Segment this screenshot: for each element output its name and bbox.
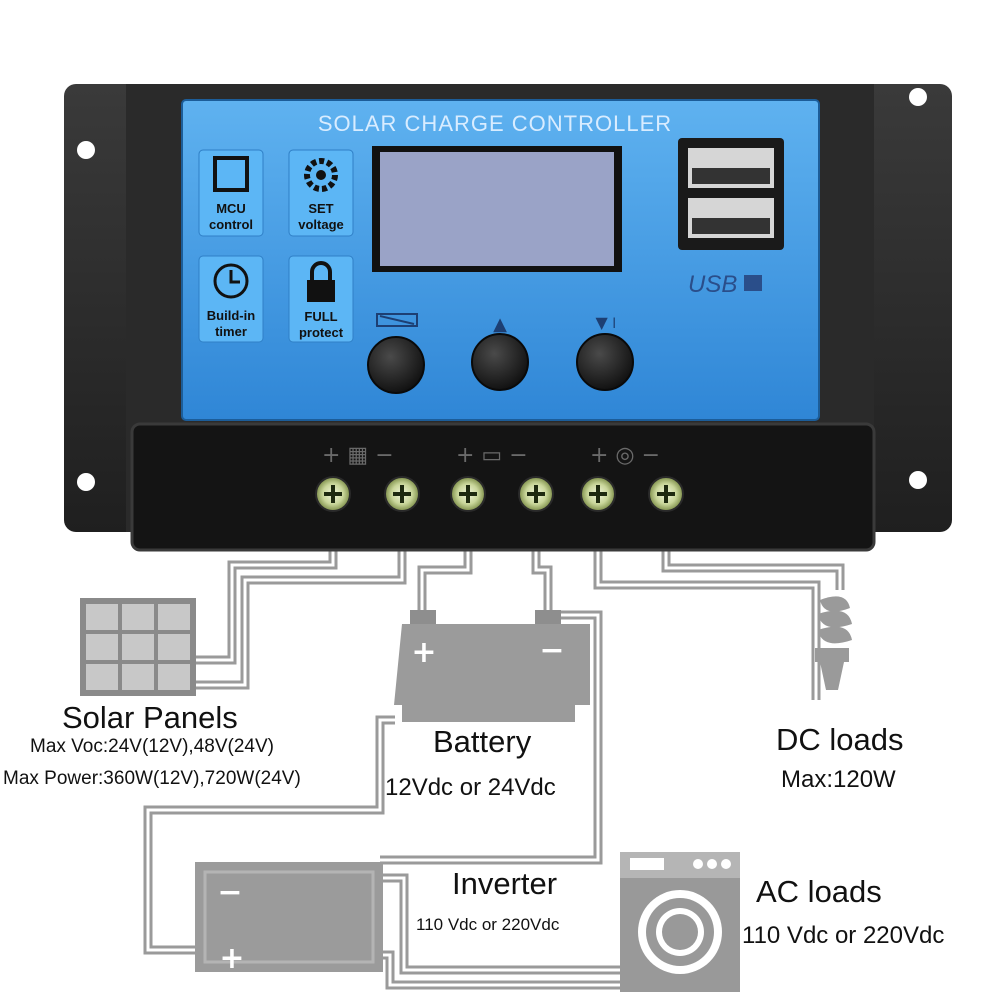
battery-icon: + −	[394, 610, 590, 722]
load-terminal-icon: + ◎ −	[590, 443, 660, 468]
svg-text:control: control	[209, 217, 253, 232]
washing-machine-icon	[620, 852, 740, 992]
up-icon: ▲	[493, 314, 507, 335]
battery-spec: 12Vdc or 24Vdc	[385, 774, 556, 801]
svg-text:+: +	[411, 635, 436, 670]
svg-text:voltage: voltage	[298, 217, 344, 232]
battery-terminal-icon: + ▭ −	[456, 443, 528, 468]
menu-icon	[376, 313, 418, 327]
gear-icon	[304, 158, 338, 192]
feature-mcu-control: MCU control	[198, 149, 264, 237]
down-light-icon: ▼⏽	[596, 313, 621, 332]
svg-text:SET: SET	[308, 201, 333, 216]
mount-hole-right-bottom	[909, 471, 927, 489]
svg-text:MCU: MCU	[216, 201, 246, 216]
feature-full-protect: FULL protect	[288, 255, 354, 343]
feature-set-voltage: SET voltage	[288, 149, 354, 237]
svg-text:−: −	[217, 875, 242, 910]
solar-terminal-icon: + ▦ −	[322, 443, 394, 468]
chip-icon	[213, 156, 249, 192]
menu-button[interactable]	[367, 336, 425, 394]
ac-loads-spec: 110 Vdc or 220Vdc	[742, 922, 945, 949]
down-button[interactable]	[576, 333, 634, 391]
lock-icon	[307, 261, 335, 302]
solar-panels-max-power: Max Power:360W(12V),720W(24V)	[3, 768, 301, 789]
usb-label: USB	[688, 271, 737, 298]
dc-loads-title: DC loads	[776, 722, 904, 757]
solar-panel-icon	[80, 598, 196, 696]
dc-loads-spec: Max:120W	[781, 766, 896, 793]
inverter-icon: − +	[195, 862, 383, 976]
ac-loads-title: AC loads	[756, 874, 882, 909]
usb-symbol-icon	[744, 275, 762, 291]
wire-solar-positive	[195, 545, 338, 665]
mount-hole-left-bottom	[77, 473, 95, 491]
feature-build-in-timer: Build-in timer	[198, 255, 264, 343]
mount-hole-left-top	[77, 141, 95, 159]
solar-panels-max-voc: Max Voc:24V(12V),48V(24V)	[30, 736, 274, 757]
battery-title: Battery	[433, 724, 532, 759]
solar-panels-title: Solar Panels	[62, 700, 238, 735]
inverter-spec: 110 Vdc or 220Vdc	[416, 915, 560, 934]
charge-controller: SOLAR CHARGE CONTROLLER MCU control SET …	[64, 84, 952, 552]
svg-text:Build-in: Build-in	[207, 308, 255, 323]
cfl-bulb-icon	[815, 596, 852, 690]
wire-battery-negative	[531, 545, 553, 620]
clock-icon	[213, 263, 249, 299]
up-button[interactable]	[471, 333, 529, 391]
svg-text:−: −	[539, 633, 564, 668]
terminal-block	[130, 422, 876, 552]
mount-hole-right-top	[909, 88, 927, 106]
svg-text:+: +	[219, 941, 244, 976]
inverter-title: Inverter	[452, 866, 558, 901]
controller-title: SOLAR CHARGE CONTROLLER	[318, 111, 672, 136]
svg-text:FULL: FULL	[304, 309, 337, 324]
svg-text:timer: timer	[215, 324, 247, 339]
svg-text:protect: protect	[299, 325, 344, 340]
lcd-screen	[380, 152, 614, 266]
terminal-symbols: + ▦ − + ▭ − + ◎ −	[322, 443, 660, 468]
